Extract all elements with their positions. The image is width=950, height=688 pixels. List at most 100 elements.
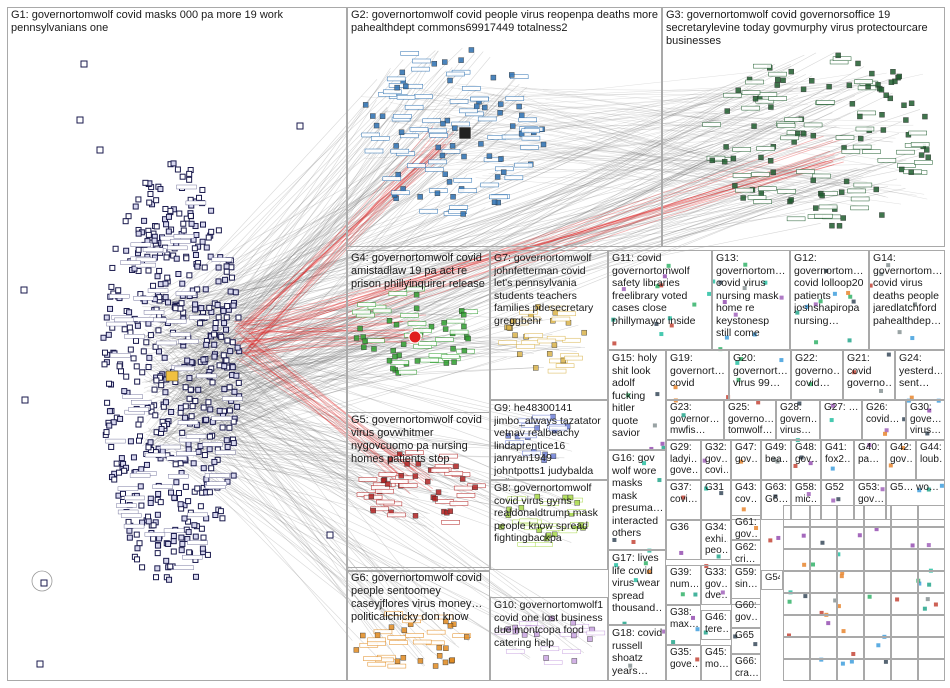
graph-node <box>878 87 885 93</box>
graph-node <box>830 466 835 471</box>
graph-node <box>468 47 475 53</box>
graph-edge <box>187 66 865 456</box>
graph-node <box>465 335 471 342</box>
graph-edge-highlight <box>234 321 403 344</box>
graph-node <box>773 494 778 499</box>
graph-edge <box>143 67 391 445</box>
graph-node <box>716 554 721 559</box>
graph-edge <box>433 130 733 193</box>
graph-node-label <box>128 407 149 412</box>
group-panel-g61: G61: gov… <box>731 515 761 540</box>
graph-node <box>570 619 576 626</box>
group-label-g49: G49: bea… <box>765 442 788 465</box>
graph-edge-highlight <box>251 329 405 334</box>
graph-node <box>106 422 113 429</box>
graph-node <box>200 356 207 363</box>
group-panel-g53: G53: gov… <box>854 480 886 520</box>
graph-node <box>100 334 107 341</box>
graph-node <box>163 221 170 228</box>
graph-node <box>135 196 142 203</box>
graph-node <box>104 399 111 406</box>
graph-edge <box>182 67 453 402</box>
graph-node <box>206 446 213 453</box>
graph-node-label <box>564 355 583 361</box>
group-label-g48: G48: gov… <box>795 442 818 465</box>
graph-node <box>571 632 577 639</box>
graph-node <box>643 561 648 566</box>
graph-node-label <box>170 239 191 244</box>
graph-node <box>758 154 764 161</box>
graph-edge <box>482 175 902 186</box>
graph-edge <box>187 96 752 426</box>
graph-node <box>464 634 470 640</box>
graph-node <box>472 484 478 490</box>
graph-node <box>888 463 893 468</box>
graph-edge <box>147 427 447 664</box>
graph-node-label <box>430 468 450 473</box>
group-panel-g41: G41: fox2… <box>821 440 854 480</box>
graph-edge <box>490 88 736 102</box>
graph-node <box>442 659 449 666</box>
graph-node-label <box>202 442 223 447</box>
graph-node <box>163 254 170 261</box>
minor-group-cell <box>918 527 945 549</box>
graph-node-label <box>206 481 227 486</box>
graph-node <box>219 515 226 522</box>
group-panel-g36: G36 <box>666 520 701 560</box>
graph-node-label <box>549 358 568 364</box>
graph-node <box>910 336 915 341</box>
graph-node <box>386 357 393 364</box>
graph-edge <box>167 118 720 335</box>
graph-hub-node <box>165 370 179 382</box>
graph-node <box>137 483 144 490</box>
graph-node <box>890 69 896 75</box>
graph-node-label <box>818 204 838 210</box>
graph-node <box>925 154 931 160</box>
graph-node <box>836 552 841 557</box>
graph-node-label <box>521 128 540 134</box>
graph-edge <box>187 147 867 421</box>
graph-node <box>226 384 233 391</box>
graph-node-label <box>135 262 156 268</box>
graph-node <box>162 205 169 212</box>
graph-node-label <box>143 310 165 315</box>
graph-edge <box>164 91 470 414</box>
graph-node <box>139 564 146 571</box>
minor-group-cell <box>864 505 891 527</box>
graph-edge-highlight <box>246 334 409 341</box>
graph-node-label <box>477 116 497 122</box>
graph-edge <box>531 110 889 198</box>
graph-node <box>544 535 550 542</box>
graph-edge <box>163 118 469 356</box>
group-panel-g6: G6: governortomwolf covid people sentoom… <box>347 570 490 681</box>
group-panel-g62: G62: cri… <box>731 540 761 565</box>
group-label-g18: G18: covid russell shoatz years… <box>612 627 663 677</box>
graph-edge <box>198 412 399 521</box>
graph-node <box>115 287 122 294</box>
graph-edge <box>425 97 807 198</box>
graph-edge <box>153 151 874 305</box>
graph-node <box>679 550 684 555</box>
graph-edge <box>168 181 839 370</box>
graph-node <box>103 429 110 436</box>
graph-node <box>135 437 142 444</box>
graph-node-label <box>732 173 752 178</box>
graph-edge <box>146 183 795 360</box>
graph-edge <box>553 84 827 119</box>
graph-node <box>392 353 398 360</box>
graph-node-label <box>404 104 424 110</box>
graph-edge <box>151 304 564 625</box>
graph-node <box>217 508 224 515</box>
graph-node <box>486 153 493 159</box>
graph-node-label <box>835 135 855 140</box>
graph-node-label <box>505 440 524 445</box>
graph-node <box>126 534 133 541</box>
graph-node <box>186 176 193 183</box>
group-label-g53: G53: gov… <box>858 482 883 505</box>
graph-node <box>458 57 464 63</box>
graph-edge <box>379 117 841 175</box>
graph-node <box>167 563 174 570</box>
group-panel-g43: G43: cov… <box>731 480 761 520</box>
group-panel-g45: G45: mo… <box>701 645 731 681</box>
graph-node <box>150 522 157 529</box>
